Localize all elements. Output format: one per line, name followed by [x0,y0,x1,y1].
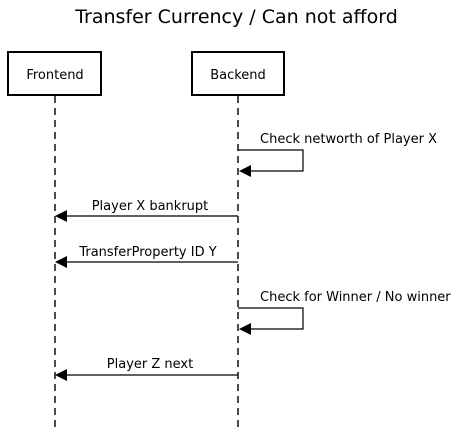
participant-backend-label: Backend [210,68,266,83]
arrowhead [55,256,67,268]
arrowhead [239,165,251,177]
message-label: Check for Winner / No winner [260,290,451,305]
arrowhead [239,323,251,335]
participant-frontend-label: Frontend [26,68,83,83]
participant-frontend: Frontend [7,51,102,96]
message-check-winner: Check for Winner / No winner [238,290,451,335]
diagram-title: Transfer Currency / Can not afford [75,6,398,28]
message-check-networth: Check networth of Player X [238,132,437,177]
arrowhead [55,369,67,381]
message-player-bankrupt: Player X bankrupt [55,199,238,222]
arrowhead [55,210,67,222]
message-label: TransferProperty ID Y [78,245,216,260]
message-label: Player Z next [107,357,193,372]
message-transfer-property: TransferProperty ID Y [55,245,238,268]
participant-backend: Backend [191,51,285,96]
message-label: Player X bankrupt [92,199,209,214]
message-player-next: Player Z next [55,357,238,381]
message-label: Check networth of Player X [260,132,437,147]
